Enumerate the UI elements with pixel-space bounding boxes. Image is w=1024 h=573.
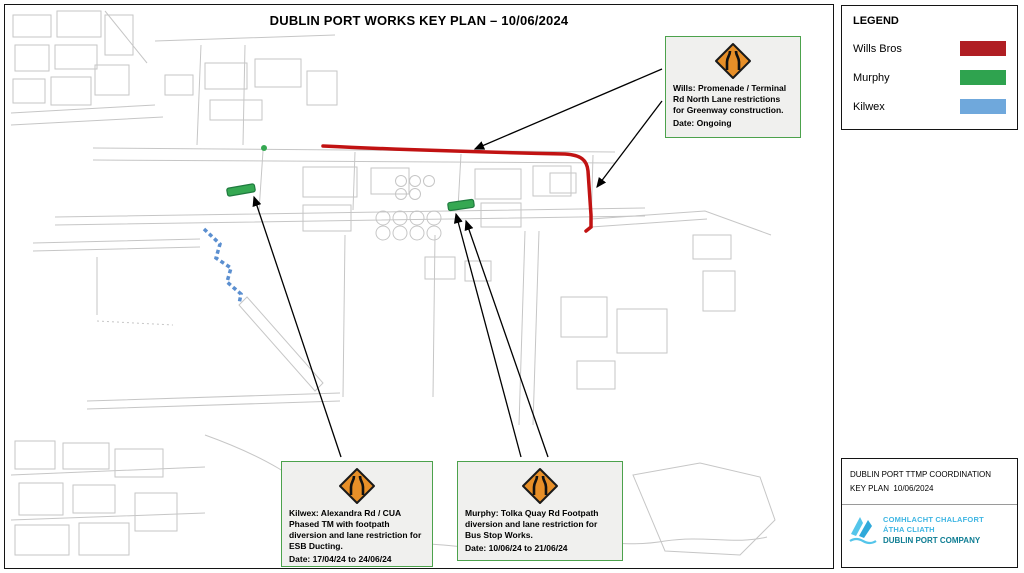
legend-label-murphy: Murphy (853, 71, 890, 84)
title-block-line2: KEY PLAN 10/06/2024 (850, 484, 934, 494)
murphy-work-segment-1 (226, 183, 256, 197)
kilwex-arrow (252, 195, 342, 458)
legend-swatch-kilwex (960, 99, 1006, 114)
road-narrows-icon (339, 468, 375, 504)
title-block-line1: DUBLIN PORT TTMP COORDINATION (850, 470, 992, 479)
legend-swatch-murphy (960, 70, 1006, 85)
legend-title: LEGEND (853, 15, 899, 27)
basemap (10, 10, 776, 562)
legend-row-wills: Wills Bros (853, 41, 1006, 56)
legend-row-murphy: Murphy (853, 70, 1006, 85)
callout-murphy-date: Date: 10/06/24 to 21/06/24 (465, 542, 568, 553)
dublin-port-logo-text: COMHLACHT CHALAFORT ÁTHA CLIATH DUBLIN P… (883, 515, 984, 545)
logo-line-1: COMHLACHT CHALAFORT (883, 514, 984, 524)
kilwex-route-line (202, 227, 243, 305)
title-block-text: DUBLIN PORT TTMP COORDINATION KEY PLAN 1… (842, 459, 1017, 505)
legend-label-wills: Wills Bros (853, 42, 902, 55)
road-narrows-icon (715, 43, 751, 79)
legend: LEGEND Wills Bros Murphy Kilwex (841, 5, 1018, 130)
wills-route-line (321, 144, 593, 233)
map-panel: DUBLIN PORT WORKS KEY PLAN – 10/06/2024 (4, 4, 834, 569)
legend-swatch-wills (960, 41, 1006, 56)
callout-arrows (252, 68, 663, 458)
junction-marker (261, 145, 267, 151)
logo-line-3: DUBLIN PORT COMPANY (883, 535, 981, 545)
title-block: DUBLIN PORT TTMP COORDINATION KEY PLAN 1… (841, 458, 1018, 568)
dublin-port-logo: COMHLACHT CHALAFORT ÁTHA CLIATH DUBLIN P… (842, 505, 1017, 546)
callout-wills-date: Date: Ongoing (673, 117, 732, 128)
murphy-arrow-2 (464, 219, 549, 458)
page-title: DUBLIN PORT WORKS KEY PLAN – 10/06/2024 (269, 13, 569, 28)
wills-arrow-1 (473, 68, 663, 150)
callout-wills-text: Wills: Promenade / Terminal Rd North Lan… (673, 83, 787, 115)
murphy-work-segment-2 (447, 198, 475, 212)
legend-row-kilwex: Kilwex (853, 99, 1006, 114)
port-map (10, 10, 776, 562)
callout-murphy: Murphy: Tolka Quay Rd Footpath diversion… (457, 461, 623, 561)
dublin-port-logo-icon (849, 516, 877, 544)
callout-kilwex-text: Kilwex: Alexandra Rd / CUA Phased TM wit… (289, 508, 422, 551)
murphy-arrow-1 (453, 212, 522, 458)
legend-label-kilwex: Kilwex (853, 100, 885, 113)
road-narrows-icon (522, 468, 558, 504)
callout-murphy-text: Murphy: Tolka Quay Rd Footpath diversion… (465, 508, 599, 540)
callout-wills: Wills: Promenade / Terminal Rd North Lan… (665, 36, 801, 138)
callout-kilwex: Kilwex: Alexandra Rd / CUA Phased TM wit… (281, 461, 433, 567)
wills-arrow-2 (596, 100, 663, 189)
callout-kilwex-date: Date: 17/04/24 to 24/06/24 (289, 553, 392, 564)
logo-line-2: ÁTHA CLIATH (883, 524, 935, 534)
